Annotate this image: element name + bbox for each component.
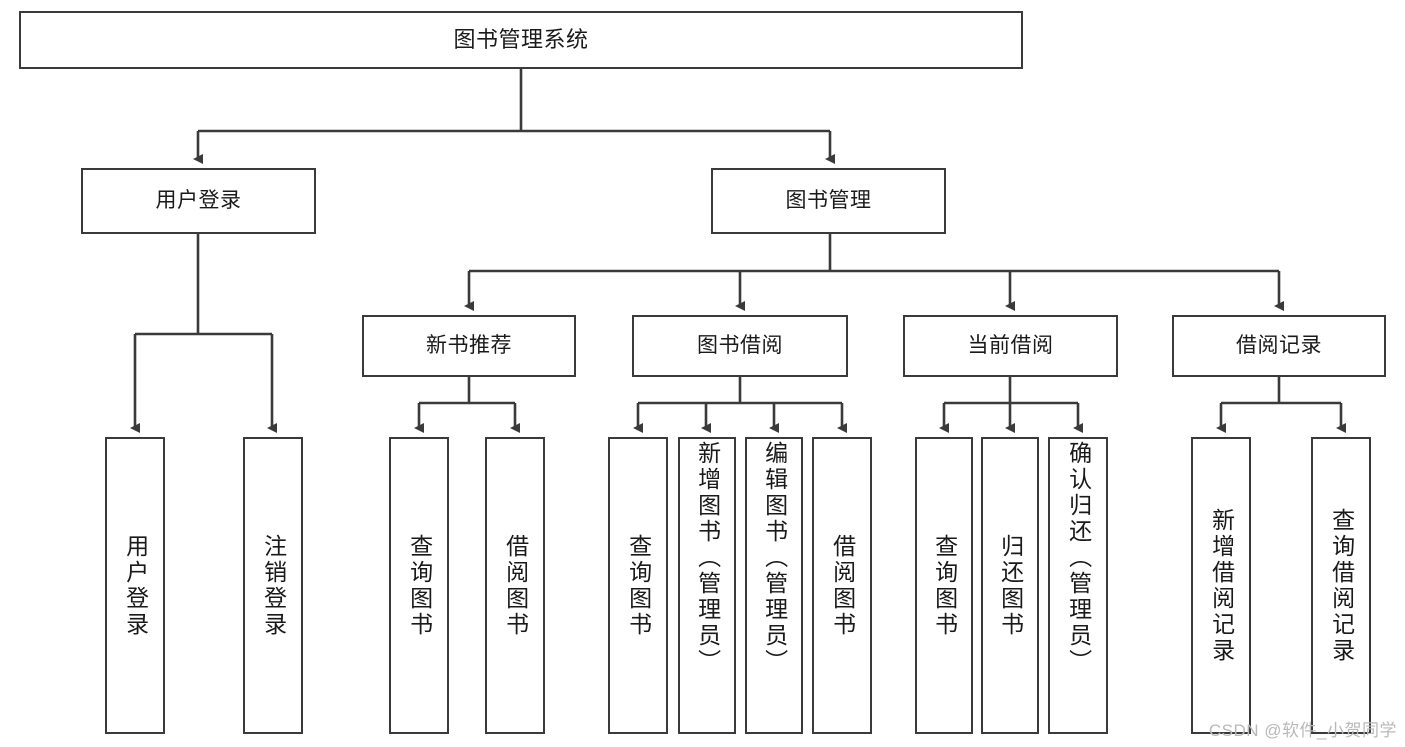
leaf-bb-add-book-admin[interactable]: 新增图书（管理员） [678,437,736,734]
leaf-cb-query-books[interactable]: 查询图书 [915,437,973,734]
leaf-cb-return-books[interactable]: 归还图书 [981,437,1039,734]
leaf-br-add-record[interactable]: 新增借阅记录 [1191,437,1251,734]
node-label: 用户登录 [155,188,242,212]
node-borrowing-record[interactable]: 借阅记录 [1172,315,1386,377]
leaf-nb-borrow-books[interactable]: 借阅图书 [485,437,545,734]
node-label: 查询图书 [931,533,958,638]
leaf-nb-query-books[interactable]: 查询图书 [389,437,449,734]
node-label: 借阅图书 [829,533,856,638]
node-label: 查询借阅记录 [1328,507,1355,664]
node-label: 新增借阅记录 [1208,507,1235,664]
leaf-bb-borrow-books[interactable]: 借阅图书 [812,437,872,734]
leaf-logout[interactable]: 注销登录 [243,437,303,734]
leaf-bb-query-books[interactable]: 查询图书 [608,437,668,734]
node-user-login[interactable]: 用户登录 [81,168,316,234]
node-label: 查询图书 [406,533,433,638]
node-label: 查询图书 [625,533,652,638]
node-label: 借阅图书 [502,533,529,638]
node-book-borrowing[interactable]: 图书借阅 [632,315,848,377]
node-label: 新书推荐 [426,333,512,357]
leaf-user-login[interactable]: 用户登录 [105,437,165,734]
node-label: 用户登录 [122,533,149,638]
node-label: 编辑图书（管理员） [761,441,788,675]
node-label: 确认归还（管理员） [1065,441,1092,675]
node-label: 当前借阅 [967,333,1054,357]
leaf-cb-confirm-return-admin[interactable]: 确认归还（管理员） [1048,437,1108,734]
node-label: 借阅记录 [1236,333,1322,357]
node-new-book-recommendation[interactable]: 新书推荐 [362,315,576,377]
node-label: 新增图书（管理员） [694,441,721,675]
csdn-watermark: CSDN @软件_小贺同学 [1208,721,1397,740]
leaf-br-query-record[interactable]: 查询借阅记录 [1311,437,1371,734]
node-label: 图书借阅 [697,333,783,357]
node-label: 注销登录 [260,533,287,638]
node-current-borrowing[interactable]: 当前借阅 [903,315,1118,377]
node-label: 图书管理系统 [453,27,589,53]
node-label: 图书管理 [785,188,872,212]
node-book-management[interactable]: 图书管理 [711,168,946,234]
node-root-book-management-system[interactable]: 图书管理系统 [19,11,1023,69]
node-label: 归还图书 [997,533,1024,638]
leaf-bb-edit-book-admin[interactable]: 编辑图书（管理员） [745,437,803,734]
